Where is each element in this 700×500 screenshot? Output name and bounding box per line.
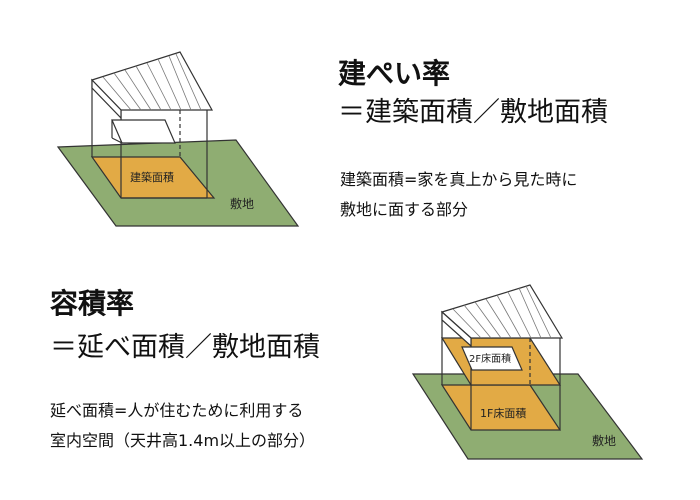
total-floor-area-definition-line2: 室内空間（天井高1.4m以上の部分） (50, 431, 316, 450)
building-coverage-formula: ＝建築面積／敷地面積 (338, 97, 608, 128)
building-coverage-title: 建ぺい率 (338, 57, 451, 90)
site-label-2: 敷地 (592, 433, 616, 448)
building-area-definition-line1: 建築面積=家を真上から見た時に (340, 170, 578, 189)
building-area-definition-line2: 敷地に面する部分 (340, 200, 469, 219)
floor-2f-label: 2F床面積 (469, 352, 511, 365)
floor-area-ratio-formula: ＝延べ面積／敷地面積 (50, 332, 320, 363)
floor-1f-label: 1F床面積 (480, 406, 526, 420)
total-floor-area-definition-line1: 延べ面積=人が住むために利用する (50, 401, 304, 420)
floor-area-ratio-title: 容積率 (50, 287, 135, 320)
site-label: 敷地 (230, 196, 254, 211)
building-area-floor (90, 156, 216, 199)
building-area-label: 建築面積 (130, 170, 174, 184)
